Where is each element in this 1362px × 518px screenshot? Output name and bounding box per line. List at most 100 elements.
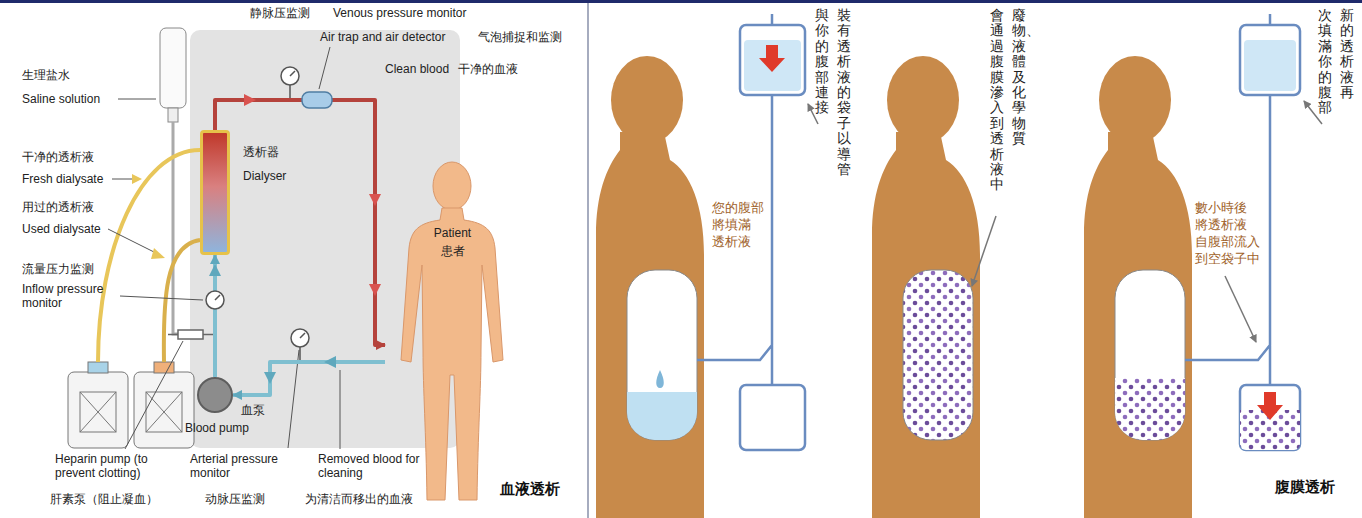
patient-profile-3-part [1084,56,1192,518]
leader-lines-part [112,179,134,180]
patient-profile-3-part [1115,270,1185,440]
patient-profile-3-part [1115,378,1185,440]
leader-lines-part [120,296,203,300]
vertical-caption: 會通過腹膜滲入到透析液中 [990,8,1004,193]
dialysate-jugs [68,362,194,448]
blood-flow-arrows-part [369,194,381,206]
patient-silhouette [385,160,520,505]
saline-bag-part [160,28,186,108]
pressure-gauges-part [289,85,291,98]
leader-lines [108,99,340,449]
patient-profile-3 [1084,56,1192,518]
part-label: 干净的透析液 [22,150,94,164]
vertical-caption: 與你的腹部連接 [815,8,829,116]
heparin-syringe-part [178,330,203,339]
air-trap-part [319,47,330,89]
part-label: Venous pressure monitor [333,6,466,20]
dialysate-jugs-part [80,392,116,432]
blood-pump: 血泵Blood pump [197,377,233,413]
part-label: Fresh dialysate [22,172,103,186]
patient-profile-1-part [596,56,704,518]
dialysate-bags-1-part [744,40,801,91]
dialysate-jugs-part [134,372,194,448]
frame-lines-part [0,0,1362,3]
part-label: Used dialysate [22,222,101,236]
blood-flow-arrows-part [244,94,256,106]
blood-flow-arrows-part [324,356,336,368]
part-label: 肝素泵（阻止凝血） [50,492,158,506]
blood-flow-arrows [209,94,381,384]
step-caption: 數小時後 將透析液 自腹部流入 到空袋子中 [1195,200,1261,268]
dialysate-bags-3 [1185,14,1300,450]
part-label: 流量压力监测 [22,262,94,276]
blood-tube [233,362,385,395]
patient-silhouette-part [433,162,471,210]
dialysate-bags-1-part [771,14,774,25]
vertical-caption: 次填滿你的腹部 [1318,8,1332,116]
flow-arrowheads [132,174,165,259]
heparin-syringe-part [168,334,178,336]
part-label: 用过的透析液 [22,200,94,214]
part-label: 动脉压监测 [205,492,265,506]
dialyser-cylinder: 透析器Dialyser [200,130,230,255]
blood-flow-arrows-part [209,264,221,276]
dialysate-bags-1-part [759,45,785,72]
node-heading: 血泵 [241,403,265,417]
dialysate-jugs-part [146,392,182,432]
blood-tube [215,100,385,345]
vertical-caption: 裝有透析液的袋子以導管 [837,8,851,177]
dialysate-jugs-part [68,372,128,448]
pointer-arrows-part [1225,276,1256,342]
flow-arrowheads-part [132,174,142,184]
patient-profile-1-part [627,392,697,440]
leader-lines-part [108,229,158,254]
heparin-syringe [168,330,213,339]
part-label: 生理盐水 [22,68,70,82]
dialysate-bags-3-part [1240,385,1300,450]
patient-profile-2-part [872,56,980,518]
node-text: Blood pump [185,421,249,435]
blood-flow-arrows-part [369,284,381,296]
panel-title: 血液透析 [500,480,560,498]
dialysate-bags-3-part [1240,25,1300,95]
dialysate-bags-1-part [740,385,805,450]
part-label: Clean blood [385,62,449,76]
panel-title: 腹膜透析 [1275,478,1335,496]
dialysate-jugs-part [146,392,182,432]
part-label: Saline solution [22,92,100,106]
leader-lines-part [340,370,341,449]
vertical-caption: 廢物、液體及化學物質 [1012,8,1026,147]
blood-flow-arrows-part [264,372,276,384]
pointer-arrows-part [972,216,996,286]
dialysate-bags-3-part [1269,14,1272,25]
part-label: Air trap and air detector [320,30,445,44]
part-label: 为清洁而移出的血液 [305,492,413,506]
heparin-syringe-part [203,334,213,336]
patient-profile-2-part [903,270,973,440]
dialysate-jugs-part [80,392,116,432]
air-trap-part [302,92,332,108]
part-label: Arterial pressure monitor [190,452,290,481]
frame-lines-part [587,3,589,518]
part-label: 干净的血液 [458,62,518,76]
part-label: Inflow pressure monitor [22,282,118,311]
dialysate-bags-3-part [1244,40,1296,91]
dialysate-jugs-part [88,362,108,373]
leader-lines-part [288,350,299,448]
air-trap [302,47,332,108]
patient-figure: Patient患者 [385,160,520,505]
pressure-gauges-part [299,347,301,360]
leader-lines-part [125,341,183,449]
node-heading: 透析器 [243,145,279,159]
step-caption: 您的腹部 將填滿 透析液 [712,200,770,251]
dialysate-bags-1 [697,14,805,450]
part-label: Removed blood for cleaning [318,452,428,481]
patient-profile-1-part [656,370,664,388]
flow-arrowheads-part [151,248,165,259]
patient-profile-1-part [627,270,697,440]
dialysate-bags-1-part [740,25,805,95]
